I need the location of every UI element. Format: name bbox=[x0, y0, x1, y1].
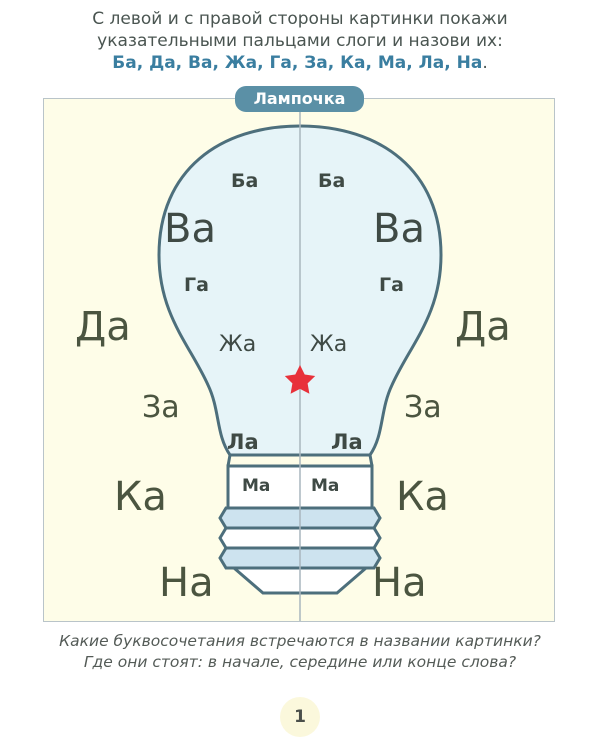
left-syllable-va: Ва bbox=[164, 206, 216, 252]
left-syllable-na: На bbox=[159, 560, 214, 606]
page-number: 1 bbox=[280, 697, 320, 737]
right-syllable-na: На bbox=[372, 560, 427, 606]
instructions: С левой и с правой стороны картинки пока… bbox=[0, 8, 600, 74]
instruction-syllables-line: Ба, Да, Ва, Жа, Га, За, Ка, Ма, Ла, На. bbox=[112, 53, 488, 73]
left-syllable-la: Ла bbox=[227, 430, 259, 454]
right-syllable-zha: Жа bbox=[310, 332, 348, 357]
right-syllable-ga: Га bbox=[379, 274, 404, 296]
right-syllable-za: За bbox=[404, 390, 442, 425]
question-text: Какие буквосочетания встречаются в назва… bbox=[0, 631, 600, 673]
left-syllable-ba: Ба bbox=[231, 170, 259, 192]
left-syllable-ma: Ма bbox=[242, 476, 271, 496]
question-line-2: Где они стоят: в начале, середине или ко… bbox=[83, 653, 517, 671]
syllables-list: Ба, Да, Ва, Жа, Га, За, Ка, Ма, Ла, На bbox=[112, 53, 483, 73]
right-syllable-va: Ва bbox=[373, 206, 425, 252]
right-syllable-la: Ла bbox=[331, 430, 363, 454]
instruction-line-2: указательными пальцами слоги и назови их… bbox=[97, 31, 503, 51]
left-syllable-ga: Га bbox=[184, 274, 209, 296]
left-syllable-da: Да bbox=[75, 304, 131, 350]
right-syllable-da: Да bbox=[455, 304, 511, 350]
right-syllable-ma: Ма bbox=[311, 476, 340, 496]
picture-title-badge: Лампочка bbox=[235, 86, 364, 112]
right-syllable-ka: Ка bbox=[396, 474, 449, 520]
star-icon bbox=[284, 365, 316, 394]
right-syllable-ba: Ба bbox=[318, 170, 346, 192]
left-syllable-ka: Ка bbox=[114, 474, 167, 520]
left-syllable-zha: Жа bbox=[219, 332, 257, 357]
question-line-1: Какие буквосочетания встречаются в назва… bbox=[59, 632, 541, 650]
left-syllable-za: За bbox=[142, 390, 180, 425]
instruction-line-1: С левой и с правой стороны картинки пока… bbox=[92, 9, 508, 29]
